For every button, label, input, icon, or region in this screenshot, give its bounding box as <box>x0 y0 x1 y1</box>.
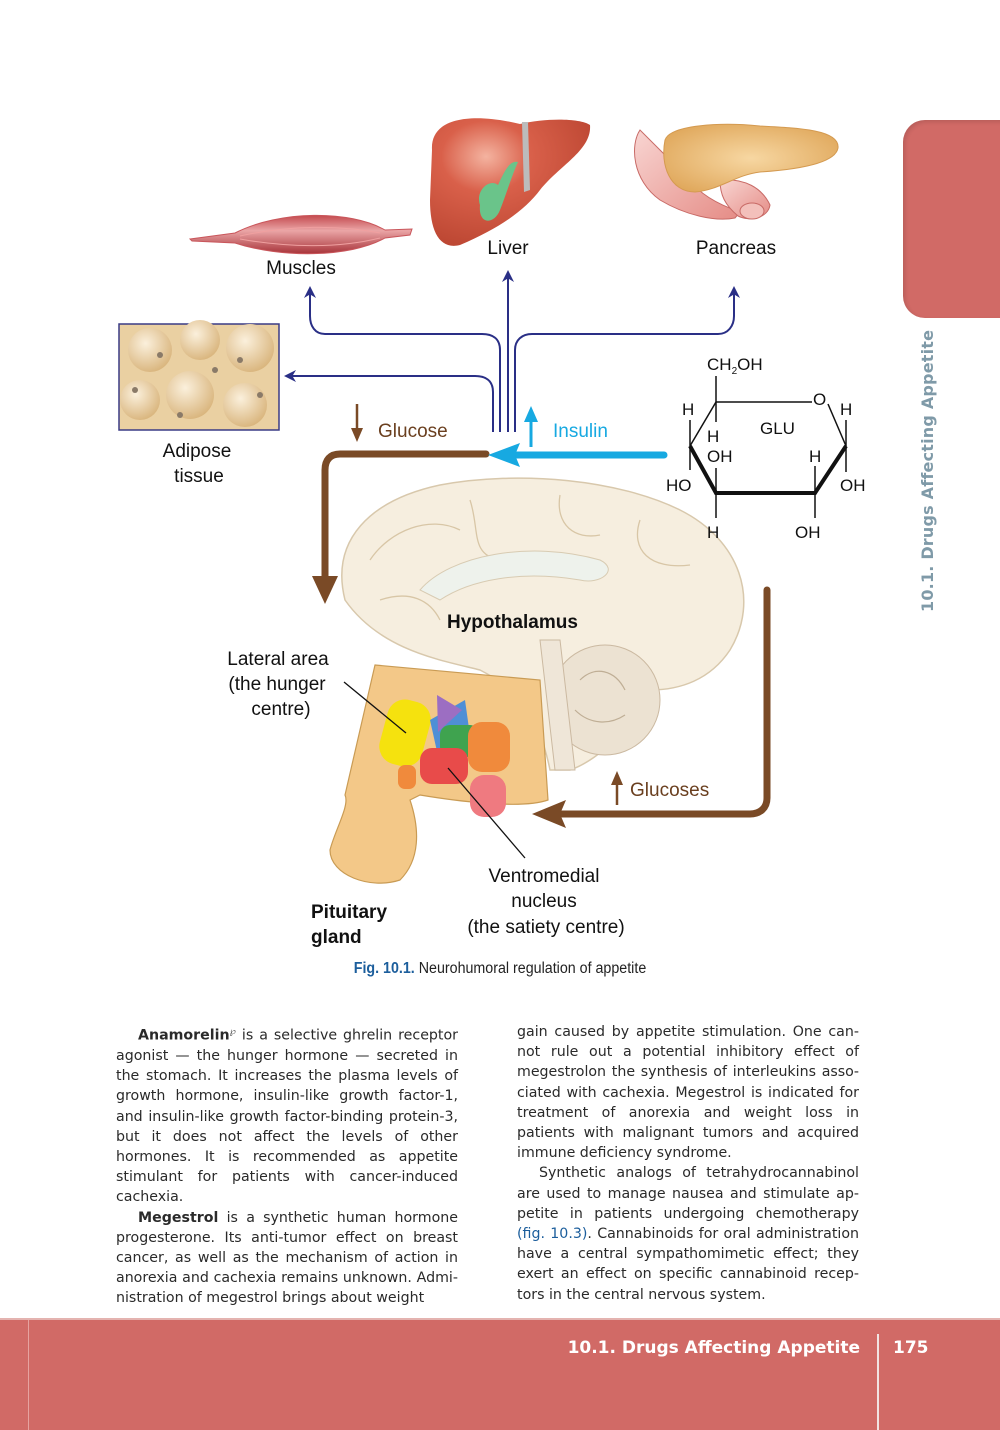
glu-label: GLU <box>760 419 795 438</box>
svg-text:H: H <box>840 400 852 419</box>
arrow-to-adipose <box>284 370 494 432</box>
paragraph-anamorelin: Anamorelin℘ is a selective ghrelin recep… <box>116 1027 458 1206</box>
glucose-flow-bottom <box>532 586 771 828</box>
glucose-flow-top <box>312 404 490 604</box>
footer-divider <box>877 1334 879 1430</box>
footer-divider-left <box>28 1320 29 1430</box>
hypothalamus-label: Hypothalamus <box>447 612 578 633</box>
svg-text:H: H <box>682 400 694 419</box>
vmn-label-line1: Ventromedial <box>489 866 600 887</box>
paragraph-cannabinoids: Synthetic analogs of tetrahydrocannabino… <box>517 1165 860 1303</box>
svg-text:H: H <box>707 523 719 542</box>
paragraph-megestrol-cont: gain caused by appetite stimulation. One… <box>517 1024 859 1162</box>
arrow-to-muscles <box>304 286 501 432</box>
svg-text:H: H <box>809 447 821 466</box>
glucoses-label: Glucoses <box>630 780 709 801</box>
figure-number: Fig. 10.1. <box>353 960 415 977</box>
appetite-regulation-figure: Muscles Liver Pancreas Adipose tissue <box>118 118 866 948</box>
liver-label: Liver <box>487 238 529 259</box>
paragraph-megestrol: Megestrol is a synthetic human hormone p… <box>116 1209 458 1307</box>
arrow-to-pancreas <box>514 286 740 432</box>
pancreas-label: Pancreas <box>696 238 776 259</box>
svg-text:OH: OH <box>840 476 866 495</box>
figure-caption-text: Neurohumoral regulation of appetite <box>414 960 647 977</box>
pancreas-illustration <box>634 123 839 220</box>
ch2oh-group: CH2OH <box>707 355 763 377</box>
lateral-area-label-line3: centre) <box>251 699 310 720</box>
footer-section-title: 10.1. Drugs Affecting Appetite <box>567 1338 860 1358</box>
adipose-tissue-illustration <box>118 320 280 431</box>
svg-text:H: H <box>707 427 719 446</box>
glucose-molecule: CH2OH O GLU H H H HO OH H OH H OH <box>666 355 866 542</box>
pituitary-label-line2: gland <box>311 927 362 948</box>
liver-illustration <box>430 118 591 246</box>
svg-text:OH: OH <box>707 447 733 466</box>
adipose-label-line1: Adipose <box>163 441 232 462</box>
body-column-left: Anamorelin℘ is a selective ghrelin recep… <box>116 1022 458 1309</box>
svg-text:OH: OH <box>795 523 821 542</box>
body-column-right: gain caused by appetite stimulation. One… <box>517 1022 859 1305</box>
chapter-side-tab <box>903 120 1000 318</box>
term-anamorelin: Anamorelin <box>138 1027 230 1044</box>
svg-text:HO: HO <box>666 476 692 495</box>
muscles-label: Muscles <box>266 258 336 279</box>
registered-mark-icon: ℘ <box>229 1027 236 1037</box>
adipose-label-line2: tissue <box>174 466 224 487</box>
vmn-label-line3: (the satiety centre) <box>467 917 624 938</box>
pituitary-label-line1: Pituitary <box>311 902 387 923</box>
figure-reference-link[interactable]: (fig. 10.3) <box>517 1226 588 1243</box>
term-megestrol: Megestrol <box>138 1209 219 1226</box>
insulin-label: Insulin <box>553 421 608 442</box>
glucose-label: Glucose <box>378 421 448 442</box>
page-footer: 10.1. Drugs Affecting Appetite 175 <box>0 1318 1000 1430</box>
insulin-target-arrows <box>284 270 740 432</box>
lateral-area-label-line2: (the hunger <box>228 674 326 695</box>
page-number: 175 <box>893 1338 929 1358</box>
lateral-area-label-line1: Lateral area <box>227 649 329 670</box>
figure-caption: Fig. 10.1. Neurohumoral regulation of ap… <box>40 960 960 978</box>
ring-oxygen: O <box>813 390 826 409</box>
hypothalamus-inset <box>329 664 549 884</box>
vmn-label-line2: nucleus <box>511 891 577 912</box>
muscle-illustration <box>188 214 413 255</box>
insulin-flow <box>488 406 668 467</box>
